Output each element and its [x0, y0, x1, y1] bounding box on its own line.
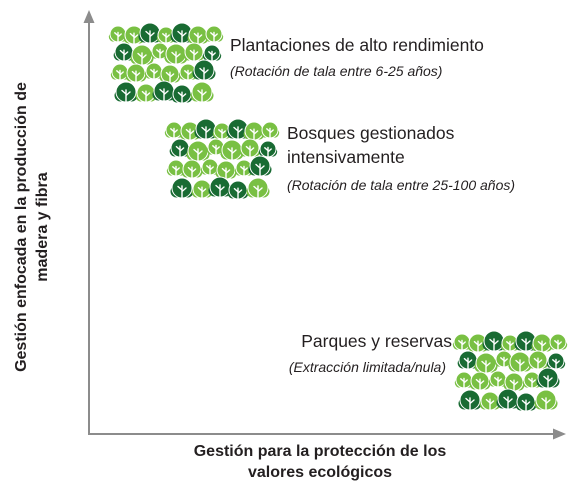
tree-icon: [156, 26, 176, 44]
tree-icon: [227, 180, 249, 200]
item-title-managed-forests-line-1: Bosques gestionados: [287, 123, 455, 143]
tree-icon: [458, 389, 482, 411]
arrowhead-right-icon: [553, 428, 566, 440]
tree-icon: [215, 160, 237, 180]
tree-icon: [479, 391, 501, 411]
y-axis-label: Gestión enfocada en la producción de mad…: [11, 82, 53, 372]
tree-icon: [208, 176, 232, 198]
tree-icon: [234, 159, 254, 177]
tree-icon: [192, 59, 216, 81]
tree-icon: [183, 42, 205, 62]
tree-icon: [204, 25, 224, 43]
tree-icon: [171, 84, 193, 104]
item-title-plantations: Plantaciones de alto rendimiento: [230, 35, 484, 55]
tree-icon: [508, 351, 532, 373]
tree-icon: [200, 158, 220, 176]
tree-icon: [260, 121, 280, 139]
tree-icon: [181, 159, 203, 179]
tree-icon: [190, 81, 214, 103]
tree-icon: [169, 138, 191, 158]
y-axis-label-line-1: Gestión enfocada en la producción de: [13, 82, 30, 372]
tree-icon: [186, 140, 210, 162]
tree-icon: [522, 371, 542, 389]
arrowhead-up-icon: [83, 10, 95, 23]
tree-icon: [164, 43, 188, 65]
tree-icon: [170, 177, 194, 199]
tree-icon: [164, 121, 184, 139]
item-note-parks: (Extracción limitada/nula): [288, 359, 446, 375]
tree-cluster-icon: [450, 330, 570, 418]
item-title-parks: Parques y reservas: [301, 331, 452, 351]
tree-icon: [246, 177, 270, 199]
tree-icon: [191, 179, 213, 199]
tree-icon: [534, 389, 558, 411]
tree-icon: [202, 44, 222, 62]
tree-icon: [494, 350, 514, 368]
tree-icon: [159, 64, 181, 84]
item-note-plantations: (Rotación de tala entre 6-25 años): [230, 63, 443, 79]
tree-icon: [248, 155, 272, 177]
x-axis-label-line-1: Gestión para la protección de los: [193, 443, 447, 460]
tree-cluster-icon: [162, 118, 282, 206]
tree-icon: [130, 44, 154, 66]
tree-icon: [138, 22, 162, 44]
tree-icon: [474, 352, 498, 374]
tree-icon: [503, 372, 525, 392]
tree-icon: [515, 392, 537, 412]
tree-icon: [546, 352, 566, 370]
tree-icon: [548, 333, 568, 351]
tree-icon: [239, 138, 261, 158]
item-title-managed-forests-line-2: intensivamente: [287, 147, 405, 167]
x-axis-label-line-2: valores ecológicos: [247, 464, 393, 481]
tree-icon: [108, 25, 128, 43]
item-note-managed-forests: (Rotación de tala entre 25-100 años): [287, 177, 516, 193]
tree-icon: [527, 350, 549, 370]
tree-icon: [114, 81, 138, 103]
tree-icon: [144, 62, 164, 80]
tree-cluster-icon: [106, 22, 226, 110]
tree-icon: [125, 63, 147, 83]
tree-icon: [113, 42, 135, 62]
tree-icon: [243, 121, 265, 141]
tree-icon: [152, 80, 176, 102]
tree-icon: [469, 371, 491, 391]
x-axis-label: Gestión para la protección de los valore…: [100, 441, 540, 483]
y-axis-label-line-2: madera y fibra: [34, 172, 51, 282]
tree-icon: [536, 367, 560, 389]
tree-icon: [258, 140, 278, 158]
